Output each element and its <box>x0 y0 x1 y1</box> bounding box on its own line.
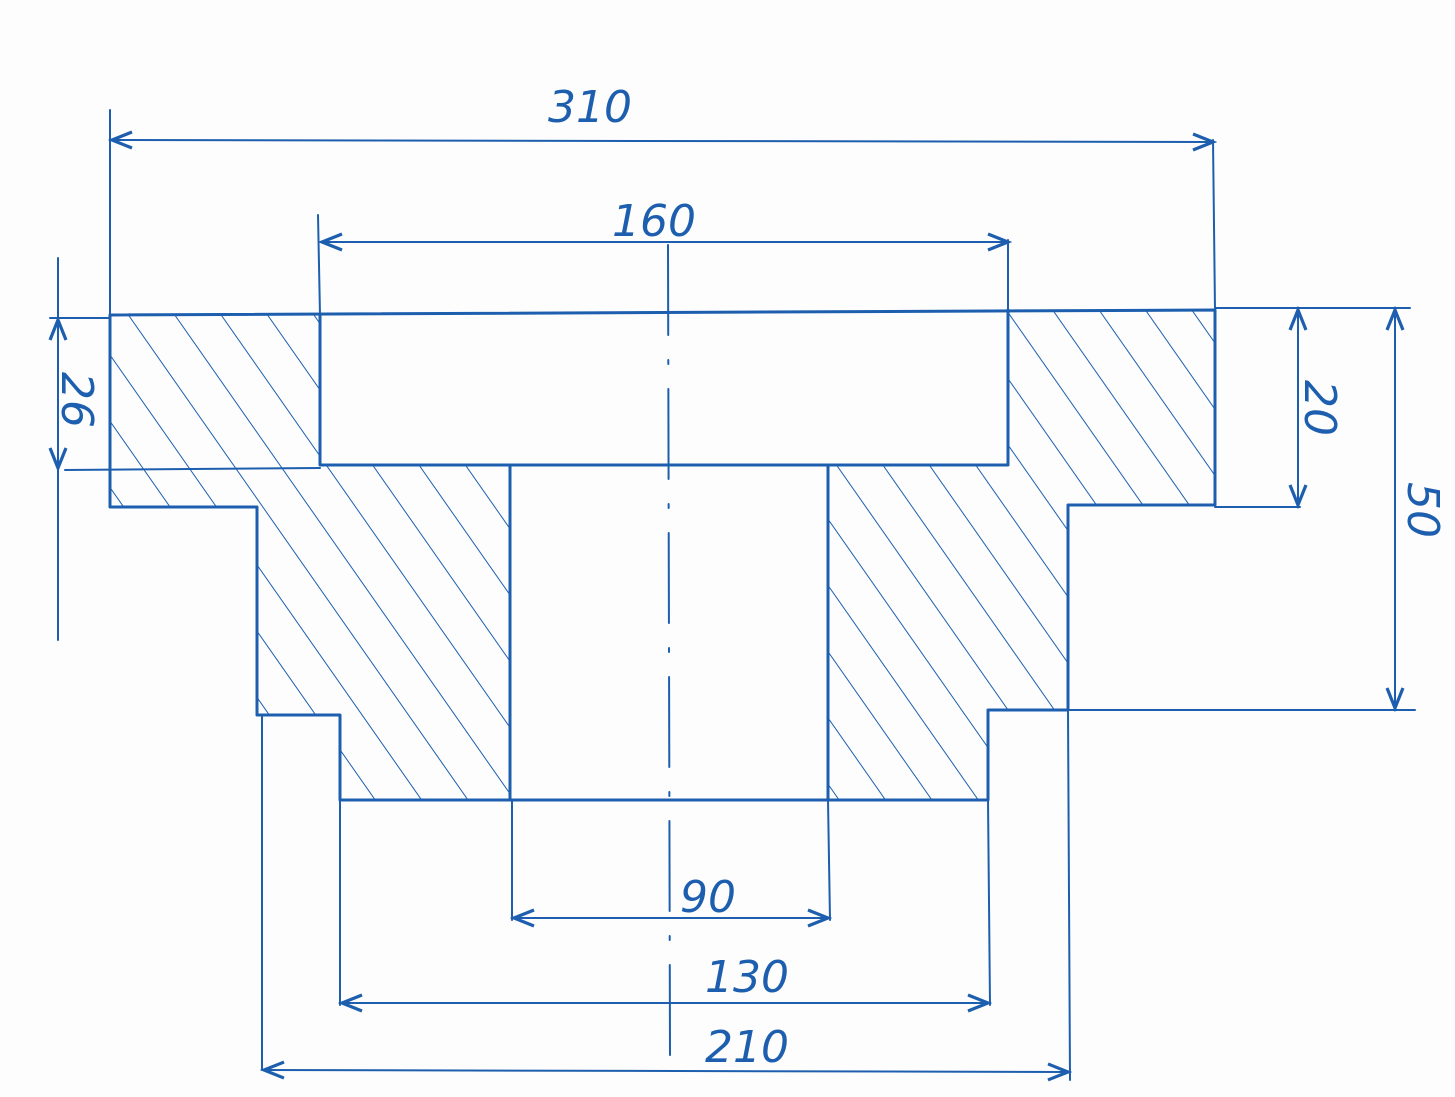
dim-label-310: 310 <box>548 82 632 133</box>
dim-label-210: 210 <box>705 1022 789 1073</box>
dim-line-310 <box>112 140 1213 142</box>
recess-outline <box>318 308 1010 467</box>
extension-lines <box>49 109 1416 1081</box>
dim-label-130: 130 <box>705 952 789 1003</box>
dim-label-50: 50 <box>1397 482 1448 538</box>
center-line <box>667 244 671 1056</box>
left-section-hatching <box>110 315 510 800</box>
dimension-lines <box>58 140 1395 1072</box>
dim-label-20: 20 <box>1294 380 1345 436</box>
dim-label-90: 90 <box>680 872 736 923</box>
dim-label-26: 26 <box>51 372 102 428</box>
dim-line-210 <box>264 1070 1068 1072</box>
right-section-hatching <box>828 310 1215 800</box>
dim-label-160: 160 <box>612 196 696 247</box>
